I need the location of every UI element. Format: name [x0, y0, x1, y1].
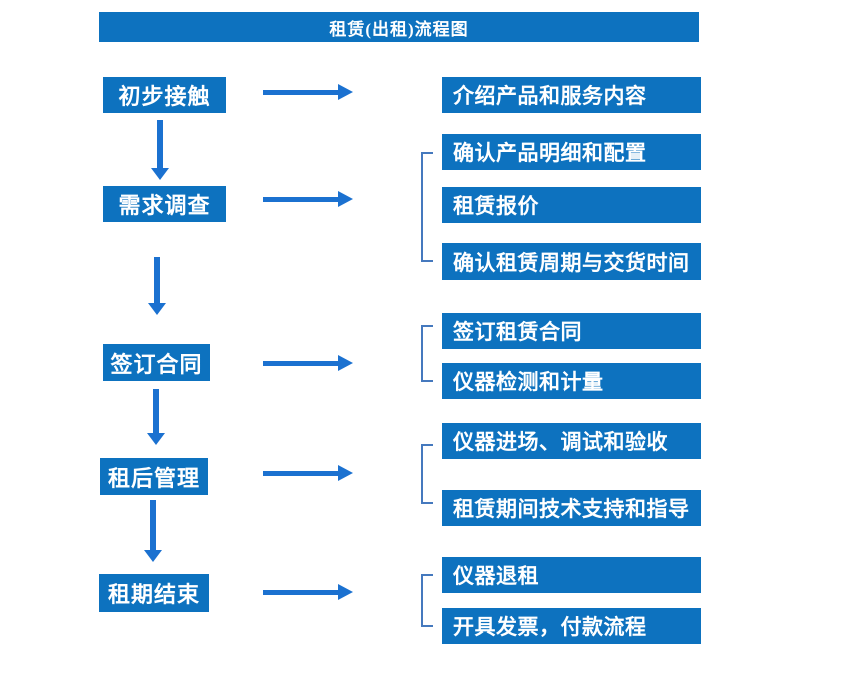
arrow-head [338, 191, 353, 207]
title-bar: 租赁(出租)流程图 [99, 12, 699, 42]
detail-box-sign-rental-contract: 签订租赁合同 [442, 313, 701, 349]
bracket-connector [421, 325, 433, 382]
detail-box-rental-quote: 租赁报价 [442, 187, 701, 223]
detail-box-confirm-period: 确认租赁周期与交货时间 [442, 243, 701, 280]
stage-box-initial-contact: 初步接触 [103, 77, 226, 113]
arrow-head [144, 550, 162, 562]
arrow-shaft [263, 90, 339, 95]
arrow-head [147, 433, 165, 445]
arrow-shaft [154, 257, 160, 304]
detail-box-invoice-payment: 开具发票，付款流程 [442, 608, 701, 644]
down-arrow-icon [148, 257, 166, 315]
bracket-connector [421, 152, 433, 262]
bracket-connector [421, 444, 433, 504]
detail-box-instrument-return: 仪器退租 [442, 557, 701, 593]
arrow-shaft [263, 590, 339, 595]
arrow-head [338, 584, 353, 600]
down-arrow-icon [151, 120, 169, 180]
arrow-head [148, 303, 166, 315]
right-arrow-icon [263, 84, 353, 100]
arrow-shaft [263, 361, 339, 366]
arrow-head [338, 84, 353, 100]
right-arrow-icon [263, 191, 353, 207]
bracket-connector [421, 574, 433, 627]
down-arrow-icon [147, 389, 165, 445]
detail-box-confirm-config: 确认产品明细和配置 [442, 134, 701, 170]
page-title: 租赁(出租)流程图 [329, 19, 469, 39]
detail-box-tech-support: 租赁期间技术支持和指导 [442, 490, 701, 526]
detail-box-instrument-testing: 仪器检测和计量 [442, 363, 701, 399]
arrow-shaft [153, 389, 159, 434]
arrow-shaft [263, 197, 339, 202]
arrow-shaft [263, 471, 339, 476]
arrow-head [338, 465, 353, 481]
right-arrow-icon [263, 465, 353, 481]
arrow-shaft [157, 120, 163, 169]
stage-box-rental-end: 租期结束 [99, 574, 209, 612]
stage-box-sign-contract: 签订合同 [103, 344, 210, 381]
stage-box-post-rental-mgmt: 租后管理 [100, 458, 208, 495]
arrow-head [338, 355, 353, 371]
stage-box-demand-survey: 需求调查 [103, 186, 226, 222]
right-arrow-icon [263, 584, 353, 600]
detail-box-introduce-products: 介绍产品和服务内容 [442, 77, 701, 113]
right-arrow-icon [263, 355, 353, 371]
arrow-shaft [150, 500, 156, 551]
detail-box-instrument-setup: 仪器进场、调试和验收 [442, 423, 701, 459]
arrow-head [151, 168, 169, 180]
down-arrow-icon [144, 500, 162, 562]
